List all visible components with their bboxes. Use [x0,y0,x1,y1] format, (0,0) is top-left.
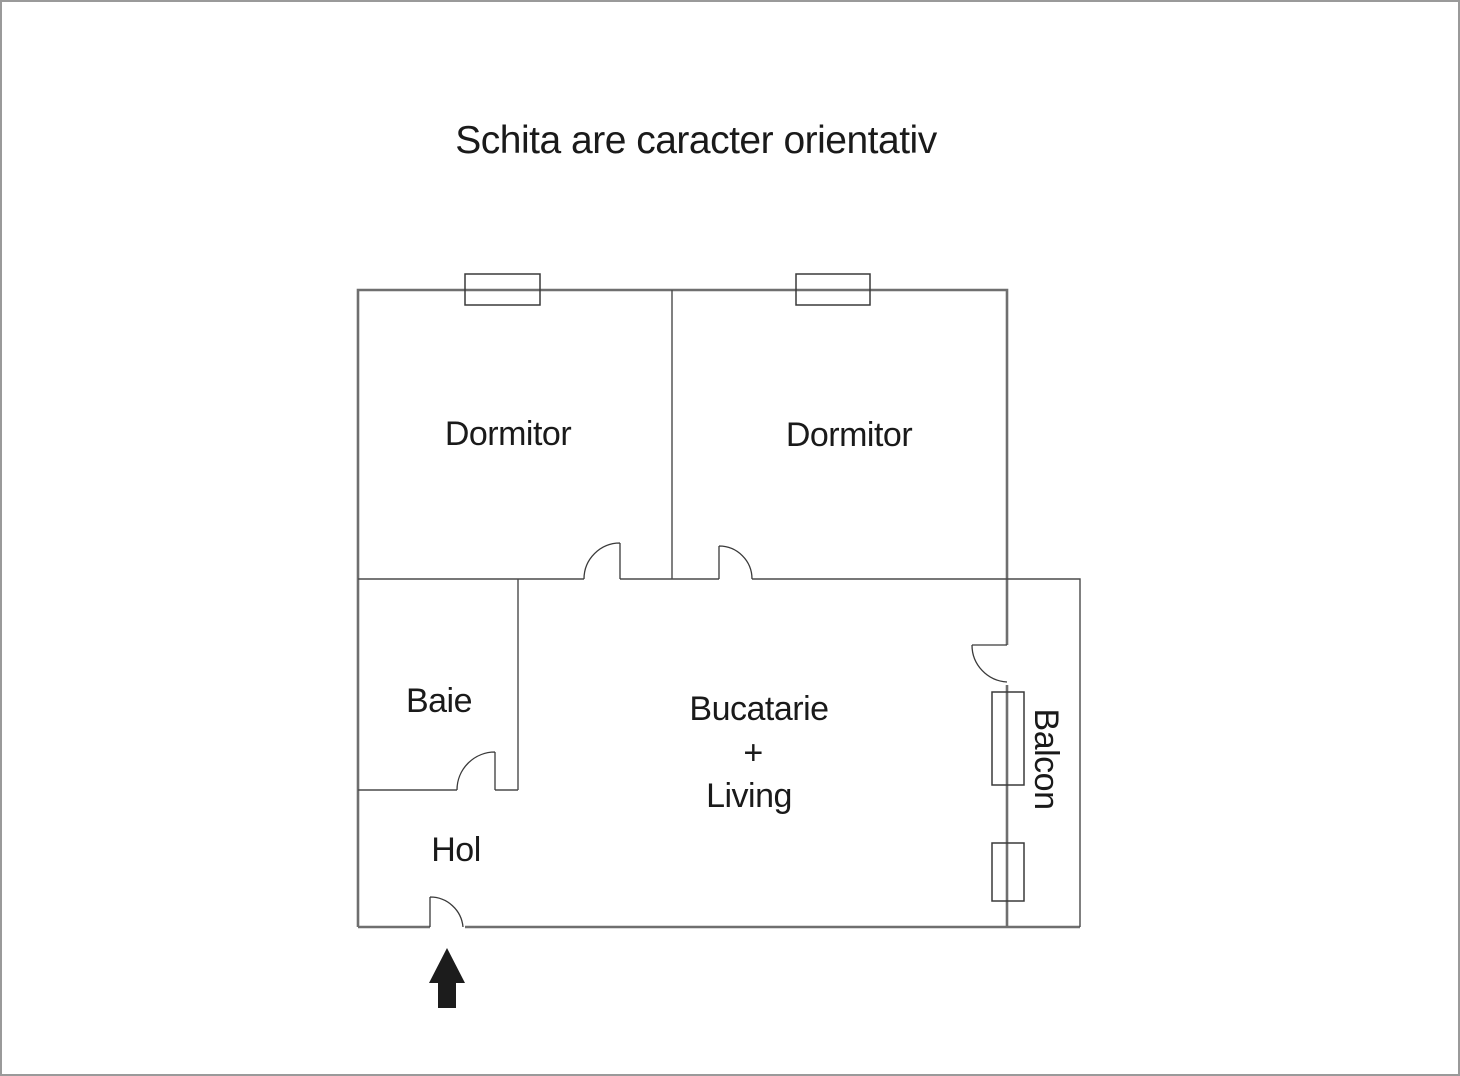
windows [464,273,1025,902]
room-label-baie: Baie [406,682,472,720]
doors [429,542,1008,928]
room-label-dormitor-2: Dormitor [786,416,913,454]
window-balcony-upper [991,691,1025,786]
room-label-plus: + [743,734,762,772]
exterior-walls [356,288,1080,929]
room-label-hol: Hol [431,831,481,869]
room-label-balcon: Balcon [1027,709,1065,810]
door-entrance [429,896,464,928]
door-dormitor-1 [583,542,621,580]
balcony-outline [1007,578,1081,927]
window-dormitor-1 [464,273,541,306]
door-baie [456,751,496,791]
window-balcony-lower [991,842,1025,902]
room-label-dormitor-1: Dormitor [445,415,572,453]
door-balcony [971,644,1008,683]
room-label-bucatarie: Bucatarie [689,690,828,728]
room-labels: Dormitor Dormitor Baie Bucatarie + Livin… [406,415,1065,869]
page-title: Schita are caracter orientativ [455,119,937,162]
room-label-living: Living [706,777,792,815]
balcony-walls [1007,578,1081,927]
wall-left-top-right [356,288,1009,927]
window-dormitor-2 [795,273,871,306]
interior-walls [358,290,1007,791]
entrance-arrow-icon [429,948,465,1008]
door-dormitor-2 [718,545,753,580]
